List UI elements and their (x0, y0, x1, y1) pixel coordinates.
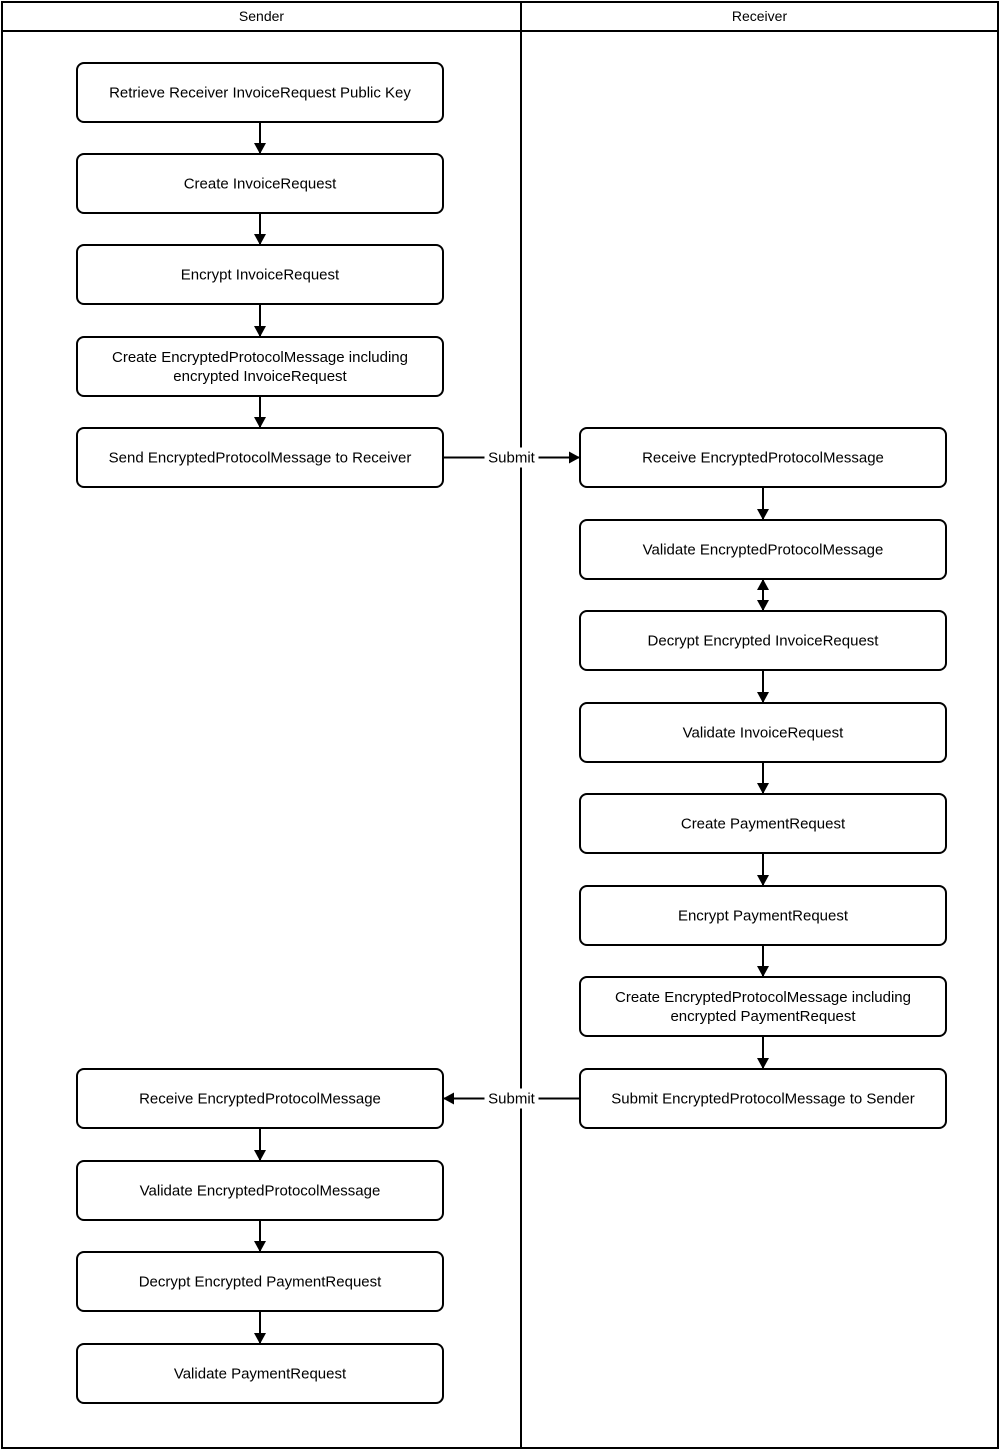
flow-edge (254, 1128, 266, 1161)
process-node[interactable]: Encrypt InvoiceRequest (76, 244, 444, 305)
node-box-s6[interactable] (76, 1068, 444, 1129)
process-node[interactable]: Validate EncryptedProtocolMessage (579, 519, 947, 580)
edge-label-e5: Submit (488, 449, 536, 466)
node-box-s1[interactable] (76, 62, 444, 123)
arrowhead-down-e14 (254, 1150, 266, 1161)
process-node[interactable]: Receive EncryptedProtocolMessage (76, 1068, 444, 1129)
process-node[interactable]: Encrypt PaymentRequest (579, 885, 947, 946)
flow-edge (757, 1036, 769, 1069)
edge-label-backdrop-e13 (484, 1088, 539, 1109)
process-node[interactable]: Create EncryptedProtocolMessage includin… (579, 976, 947, 1037)
node-label-s8: Decrypt Encrypted PaymentRequest (139, 1274, 382, 1291)
node-box-s5[interactable] (76, 427, 444, 488)
node-label-s4: Create EncryptedProtocolMessage includin… (112, 349, 408, 385)
flow-edge (254, 213, 266, 245)
process-node[interactable]: Decrypt Encrypted PaymentRequest (76, 1251, 444, 1312)
arrowhead-down-e3 (254, 326, 266, 337)
node-box-s7[interactable] (76, 1160, 444, 1221)
process-node[interactable]: Create EncryptedProtocolMessage includin… (76, 336, 444, 397)
node-label-s9: Validate PaymentRequest (174, 1366, 347, 1383)
lane-title-receiver: Receiver (732, 8, 788, 24)
arrowhead-down-e8 (757, 692, 769, 703)
node-box-r3[interactable] (579, 610, 947, 671)
process-node[interactable]: Send EncryptedProtocolMessage to Receive… (76, 427, 444, 488)
flow-edge (757, 487, 769, 520)
process-node[interactable]: Submit EncryptedProtocolMessage to Sende… (579, 1068, 947, 1129)
node-label-r2: Validate EncryptedProtocolMessage (643, 542, 884, 559)
arrowhead-up-e7 (757, 579, 769, 590)
flow-edge (254, 122, 266, 154)
node-box-s8[interactable] (76, 1251, 444, 1312)
arrowhead-down-e11 (757, 966, 769, 977)
process-node[interactable]: Validate EncryptedProtocolMessage (76, 1160, 444, 1221)
flow-edge (757, 945, 769, 977)
flow-edge (757, 579, 769, 611)
node-box-r4[interactable] (579, 702, 947, 763)
node-label-r4: Validate InvoiceRequest (683, 725, 844, 742)
node-label-r8: Submit EncryptedProtocolMessage to Sende… (611, 1091, 915, 1108)
edge-label-group: Submit (484, 447, 539, 468)
edge-label-group: Submit (484, 1088, 539, 1109)
node-label-s7: Validate EncryptedProtocolMessage (140, 1183, 381, 1200)
node-box-s2[interactable] (76, 153, 444, 214)
flow-edge (254, 1220, 266, 1252)
node-label-s5: Send EncryptedProtocolMessage to Receive… (109, 450, 412, 467)
arrowhead-down-e7 (757, 600, 769, 611)
node-box-r8[interactable] (579, 1068, 947, 1129)
arrowhead-down-e10 (757, 875, 769, 886)
process-node[interactable]: Validate InvoiceRequest (579, 702, 947, 763)
edges-layer (254, 122, 769, 1344)
arrowhead-down-e2 (254, 234, 266, 245)
node-label-s1: Retrieve Receiver InvoiceRequest Public … (109, 85, 411, 102)
process-node[interactable]: Validate PaymentRequest (76, 1343, 444, 1404)
arrowhead-down-e12 (757, 1058, 769, 1069)
process-node[interactable]: Create InvoiceRequest (76, 153, 444, 214)
flow-edge (254, 304, 266, 337)
process-node[interactable]: Create PaymentRequest (579, 793, 947, 854)
arrowhead-down-e6 (757, 509, 769, 520)
arrowhead-left-e13 (443, 1092, 454, 1105)
nodes-layer: Retrieve Receiver InvoiceRequest Public … (76, 62, 947, 1404)
node-box-r1[interactable] (579, 427, 947, 488)
node-box-r6[interactable] (579, 885, 947, 946)
lane-title-sender: Sender (239, 8, 284, 24)
arrowhead-down-e1 (254, 143, 266, 154)
flow-edge (757, 853, 769, 886)
node-label-s2: Create InvoiceRequest (184, 176, 337, 193)
arrowhead-right-e5 (569, 451, 580, 464)
flow-edge (254, 1311, 266, 1344)
flow-edge (254, 396, 266, 428)
process-node[interactable]: Receive EncryptedProtocolMessage (579, 427, 947, 488)
node-box-r2[interactable] (579, 519, 947, 580)
arrowhead-down-e16 (254, 1333, 266, 1344)
node-box-s3[interactable] (76, 244, 444, 305)
process-node[interactable]: Decrypt Encrypted InvoiceRequest (579, 610, 947, 671)
node-label-r5: Create PaymentRequest (681, 816, 846, 833)
edge-label-e13: Submit (488, 1090, 536, 1107)
arrowhead-down-e9 (757, 783, 769, 794)
node-label-r6: Encrypt PaymentRequest (678, 908, 849, 925)
arrowhead-down-e4 (254, 417, 266, 428)
node-label-s6: Receive EncryptedProtocolMessage (139, 1091, 381, 1108)
process-node[interactable]: Retrieve Receiver InvoiceRequest Public … (76, 62, 444, 123)
node-label-r7: Create EncryptedProtocolMessage includin… (615, 989, 911, 1025)
arrowhead-down-e15 (254, 1241, 266, 1252)
flow-edge (757, 762, 769, 794)
node-label-s3: Encrypt InvoiceRequest (181, 267, 340, 284)
flow-edge (757, 670, 769, 703)
node-box-s9[interactable] (76, 1343, 444, 1404)
edge-label-backdrop-e5 (484, 447, 539, 468)
node-label-r1: Receive EncryptedProtocolMessage (642, 450, 884, 467)
node-box-r7[interactable] (579, 976, 947, 1037)
node-box-s4[interactable] (76, 336, 444, 397)
node-label-r3: Decrypt Encrypted InvoiceRequest (648, 633, 880, 650)
node-box-r5[interactable] (579, 793, 947, 854)
